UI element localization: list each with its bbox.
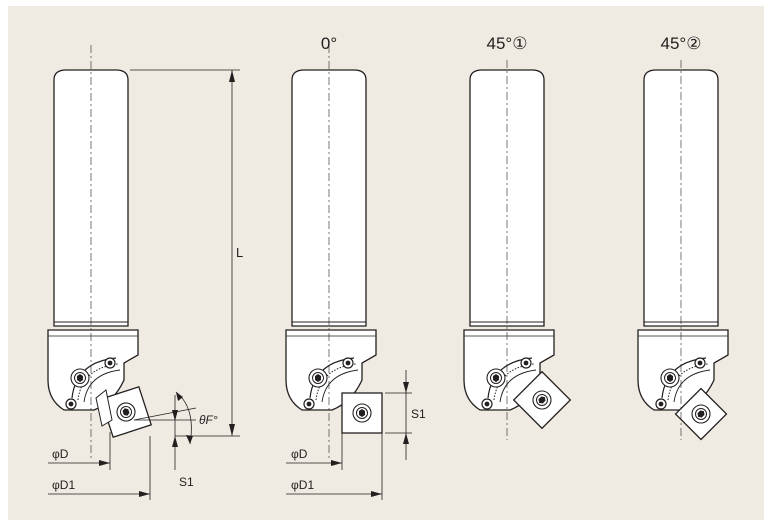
label-d-mid: φD xyxy=(291,447,308,461)
angle-dimension: θF° xyxy=(133,391,218,445)
s1-dimension-left: S1 xyxy=(172,395,194,489)
view-title-45deg-2: 45°② xyxy=(661,34,702,53)
cutter-view-45deg-2 xyxy=(637,60,729,441)
drawing-background xyxy=(8,6,764,520)
view-title-0deg: 0° xyxy=(321,34,337,53)
label-angle: θF° xyxy=(199,413,218,427)
diameter-dimensions-mid: φD φD1 xyxy=(286,433,383,500)
label-length: L xyxy=(236,245,243,260)
label-d1-left: φD1 xyxy=(52,478,75,492)
length-dimension: L xyxy=(130,69,243,437)
label-d1-mid: φD1 xyxy=(291,478,314,492)
s1-dimension-mid: S1 xyxy=(385,370,426,460)
cutter-view-45deg-1 xyxy=(463,60,572,440)
label-s1-left: S1 xyxy=(179,475,194,489)
cutter-view-0deg xyxy=(285,45,383,460)
diameter-dimensions-left: φD φD1 xyxy=(48,432,151,500)
label-d-left: φD xyxy=(52,447,69,461)
view-title-45deg-1: 45°① xyxy=(487,34,528,53)
label-s1-mid: S1 xyxy=(411,407,426,421)
cutter-view-left xyxy=(47,45,153,460)
